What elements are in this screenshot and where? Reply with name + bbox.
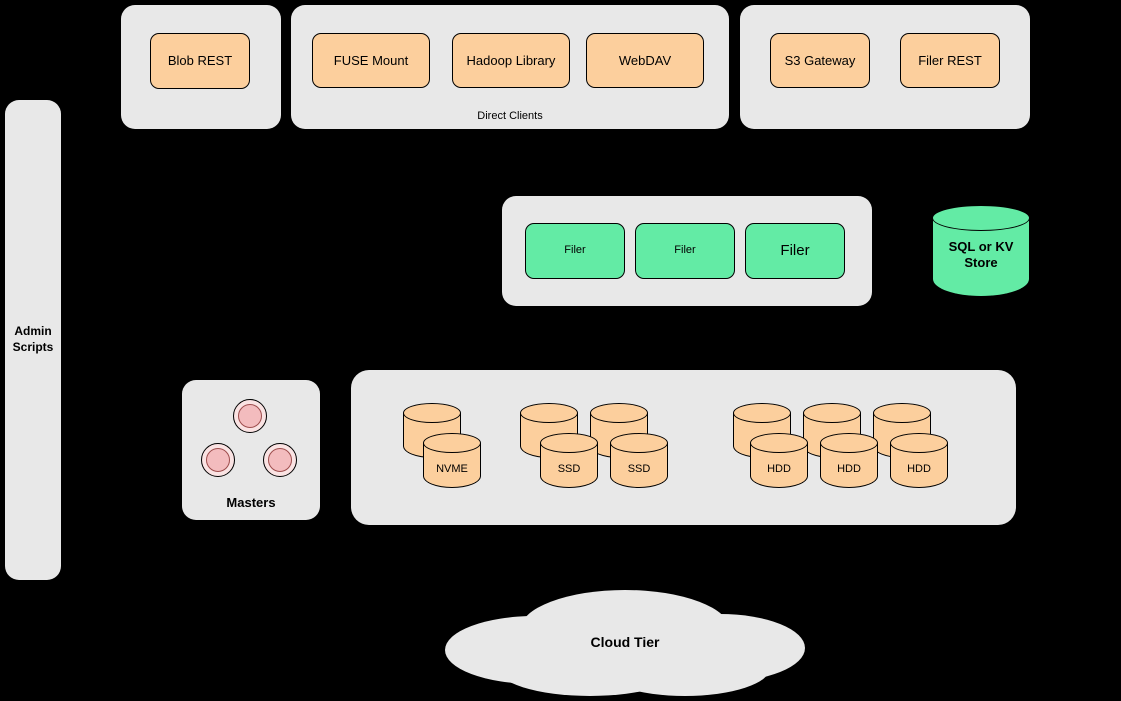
node-s3-gateway: S3 Gateway [770,33,870,88]
master-node-icon [233,399,267,433]
disk-top [610,433,668,453]
master-node-icon [263,443,297,477]
direct-clients-group: FUSE Mount Hadoop Library WebDAV Direct … [291,5,729,129]
direct-clients-caption: Direct Clients [477,110,543,122]
disk-cylinder-ssd: SSD [540,433,598,488]
node-filer-1: Filer [525,223,625,279]
disk-top [890,433,948,453]
masters-caption: Masters [226,495,276,510]
sql-kv-store: SQL or KV Store [932,205,1030,297]
disk-top [733,403,791,423]
filer-group: Filer Filer Filer [502,196,872,306]
database-cylinder-top-icon [932,205,1030,231]
disk-label-ssd: SSD [557,463,581,475]
disk-label-hdd: HDD [767,463,791,475]
cloud-tier-label: Cloud Tier [590,634,660,650]
node-fuse-mount: FUSE Mount [312,33,430,88]
volume-servers-group: NVME SSD SSD [351,370,1016,525]
disk-label-nvme: NVME [436,463,468,475]
blob-rest-group: Blob REST [121,5,281,129]
cloud-tier: Cloud Tier [440,588,810,698]
master-node-icon [201,443,235,477]
gateway-group: S3 Gateway Filer REST [740,5,1030,129]
database-cylinder-icon [932,218,1030,297]
cloud-icon [445,590,805,696]
disk-cylinder-hdd: HDD [750,433,808,488]
disk-top [820,433,878,453]
disk-cylinder-hdd: HDD [890,433,948,488]
disk-top [540,433,598,453]
disk-label-hdd: HDD [907,463,931,475]
node-webdav: WebDAV [586,33,704,88]
node-filer-rest: Filer REST [900,33,1000,88]
admin-scripts-panel: Admin Scripts [5,100,61,580]
disk-top [520,403,578,423]
disk-cylinder-ssd: SSD [610,433,668,488]
node-filer-2: Filer [635,223,735,279]
disk-cylinder-nvme: NVME [423,433,481,488]
disk-label-ssd: SSD [627,463,651,475]
disk-top [403,403,461,423]
node-blob-rest: Blob REST [150,33,250,89]
disk-top [803,403,861,423]
disk-top [873,403,931,423]
node-filer-3: Filer [745,223,845,279]
disk-top [590,403,648,423]
disk-top [750,433,808,453]
disk-label-hdd: HDD [837,463,861,475]
sql-kv-store-label: SQL or KV Store [948,239,1014,271]
disk-cylinder-hdd: HDD [820,433,878,488]
masters-group: Masters [182,380,320,520]
node-hadoop-library: Hadoop Library [452,33,570,88]
disk-top [423,433,481,453]
